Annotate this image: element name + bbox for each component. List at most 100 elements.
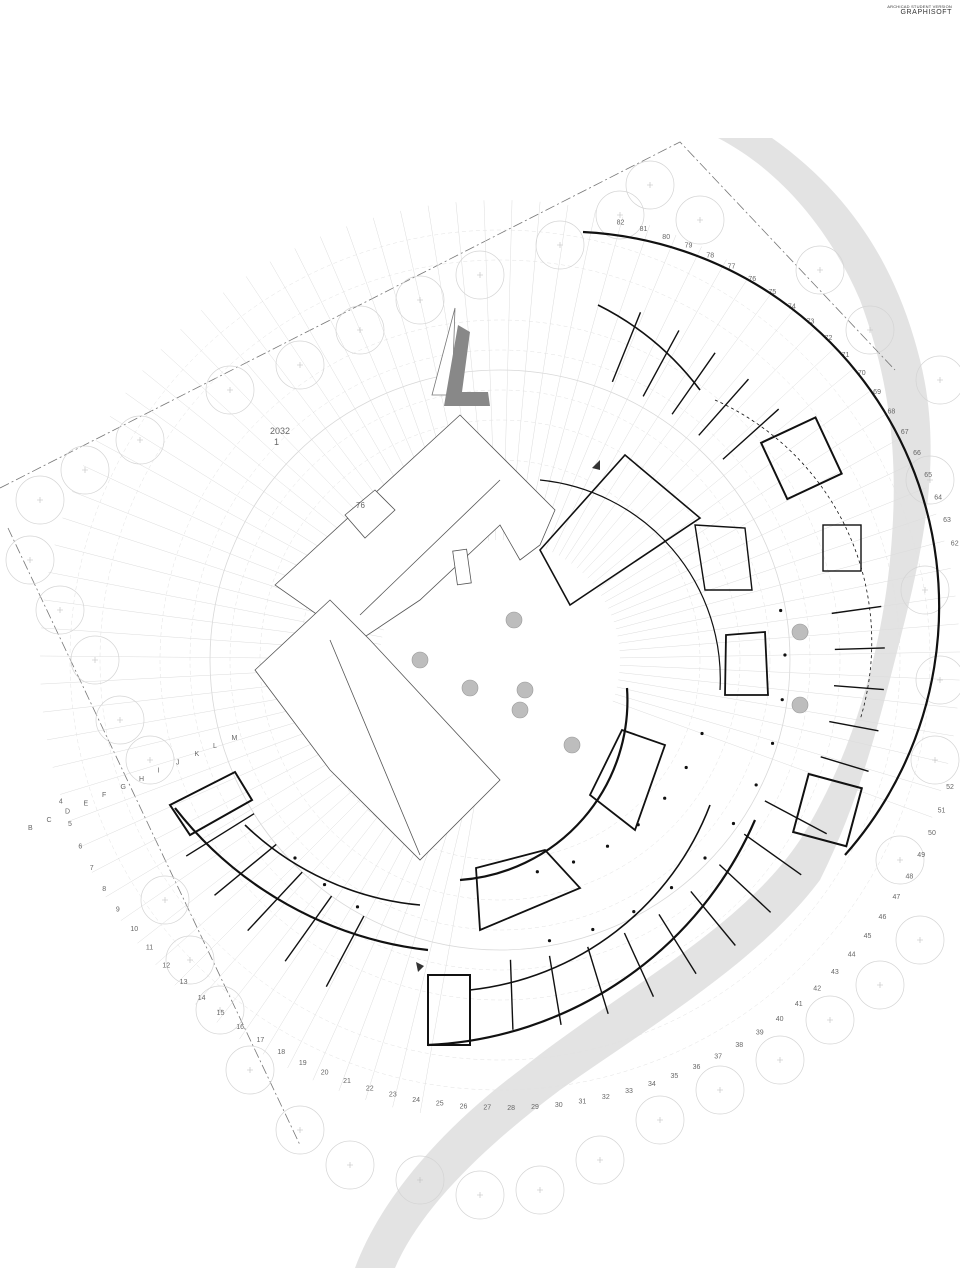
grid-number-label: 72 <box>825 335 833 342</box>
grid-ring <box>259 419 741 901</box>
room-partition <box>743 833 802 876</box>
tree-icon <box>162 897 168 903</box>
grid-radial-line <box>619 664 960 681</box>
tree-icon <box>910 735 960 785</box>
room-partition <box>611 312 642 383</box>
tree-icon <box>297 1127 303 1133</box>
grid-number-label: 45 <box>864 933 872 940</box>
grid-letter-label: D <box>65 809 70 816</box>
tree-icon <box>867 327 873 333</box>
room-partition <box>325 915 365 988</box>
tree-icon <box>537 1187 543 1193</box>
grid-number-label: 4 <box>59 798 63 805</box>
column-marker <box>700 731 704 736</box>
grid-number-label: 27 <box>483 1105 491 1112</box>
tree-icon <box>82 467 88 473</box>
tree-icon <box>557 242 563 248</box>
grid-number-label: 70 <box>858 370 866 377</box>
tree-icon <box>717 1087 723 1093</box>
grid-number-label: 34 <box>648 1081 656 1088</box>
tree-icon <box>917 937 923 943</box>
grid-number-label: 82 <box>617 220 625 227</box>
tree-icon <box>932 757 938 763</box>
grid-number-label: 73 <box>807 319 815 326</box>
grid-letter-label: G <box>121 784 126 791</box>
grid-letter-label: M <box>232 735 238 742</box>
room-partition <box>820 756 869 772</box>
room-partition <box>247 871 303 932</box>
column-marker <box>663 796 667 800</box>
grid-number-label: 67 <box>901 429 909 436</box>
trees <box>5 160 960 1220</box>
grid-number-label: 75 <box>769 289 777 296</box>
grid-number-label: 63 <box>943 517 951 524</box>
grid-letter-label: H <box>139 776 144 783</box>
tree-icon <box>915 355 960 405</box>
grid-ring <box>159 319 841 1001</box>
tree-icon <box>275 340 325 390</box>
grid-number-label: 8 <box>102 886 106 893</box>
courtyard-circle <box>209 369 791 951</box>
tree-icon <box>515 1165 565 1215</box>
courtyard-tree-icon <box>791 623 809 641</box>
tree-icon <box>165 935 215 985</box>
grid-radial-line <box>558 259 727 556</box>
tree-icon <box>70 635 120 685</box>
column-marker <box>355 905 360 909</box>
grid-radial-line <box>611 487 927 616</box>
grid-radial-line <box>576 307 796 569</box>
tree-icon <box>227 387 233 393</box>
column-marker <box>731 821 736 826</box>
tree-icon <box>575 1135 625 1185</box>
grid-radial-line <box>618 595 956 644</box>
tree-icon <box>915 655 960 705</box>
tree-icon <box>905 455 955 505</box>
grid-radial-line <box>571 290 774 564</box>
grid-number-label: 22 <box>366 1085 374 1092</box>
grid-number-label: 64 <box>934 494 942 501</box>
north-arrow-icon <box>431 307 490 406</box>
grid-letter-label: K <box>195 751 200 758</box>
tree-icon <box>937 677 943 683</box>
tree-icon <box>805 995 855 1045</box>
tree-icon <box>140 875 190 925</box>
room-walls <box>185 312 885 1030</box>
tree-icon <box>357 327 363 333</box>
entrance-marker <box>416 962 424 972</box>
tree-icon <box>5 535 55 585</box>
grid-number-label: 32 <box>602 1094 610 1101</box>
courtyard-tree-icon <box>511 701 529 719</box>
grid-radial-line <box>619 623 959 651</box>
tree-icon <box>647 182 653 188</box>
grid-number-label: 10 <box>130 926 138 933</box>
tree-icon <box>325 1140 375 1190</box>
grid-radial-line <box>614 693 942 791</box>
tree-icon <box>137 437 143 443</box>
tree-icon <box>695 1065 745 1115</box>
grid-radial-line <box>613 513 937 623</box>
tree-icon <box>817 267 823 273</box>
courtyard-tree-icon <box>411 651 429 669</box>
grid-radial-line <box>612 700 933 818</box>
tree-icon <box>795 245 845 295</box>
grid-number-label: 28 <box>507 1105 515 1112</box>
grid-number-label: 14 <box>198 995 206 1002</box>
tree-icon <box>595 190 645 240</box>
room-partition <box>698 378 750 436</box>
column-marker <box>684 765 688 770</box>
tree-icon <box>37 497 43 503</box>
tree-icon <box>900 565 950 615</box>
tree-icon <box>455 1170 505 1220</box>
grid-number-label: 21 <box>343 1078 351 1085</box>
grid-number-label: 35 <box>671 1073 679 1080</box>
grid-number-label: 47 <box>893 894 901 901</box>
tree-icon <box>335 305 385 355</box>
column-marker <box>591 927 595 932</box>
column-marker <box>636 823 640 827</box>
grid-radial-line <box>419 778 480 1114</box>
grid-number-label: 19 <box>299 1060 307 1067</box>
room-partition <box>658 914 697 975</box>
tree-icon <box>535 220 585 270</box>
radial-grid <box>40 200 960 1114</box>
